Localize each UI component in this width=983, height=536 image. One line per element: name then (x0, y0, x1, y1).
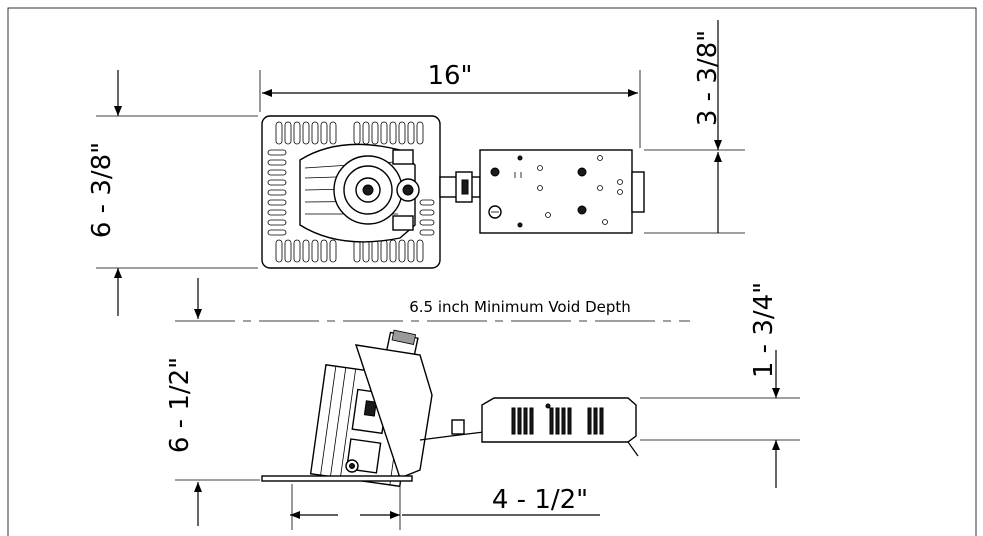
dimension-4-1-2: 4 - 1/2" (492, 485, 588, 515)
dimension-1-3-4: 1 - 3/4" (749, 282, 779, 378)
dimension-16: 16" (427, 61, 472, 91)
side-view (175, 278, 800, 530)
dimension-6-1-2: 6 - 1/2" (165, 357, 195, 453)
trim-flange (261, 475, 413, 482)
driver-box-side (481, 397, 639, 457)
dimension-6-3-8: 6 - 3/8" (87, 142, 117, 238)
driver-box-top (479, 149, 645, 234)
dimension-3-3-8: 3 - 3/8" (693, 30, 723, 126)
drawing-frame (7, 7, 977, 536)
top-view (96, 20, 745, 316)
lamp-assembly (299, 143, 420, 243)
void-depth-note: 6.5 inch Minimum Void Depth (409, 298, 631, 316)
